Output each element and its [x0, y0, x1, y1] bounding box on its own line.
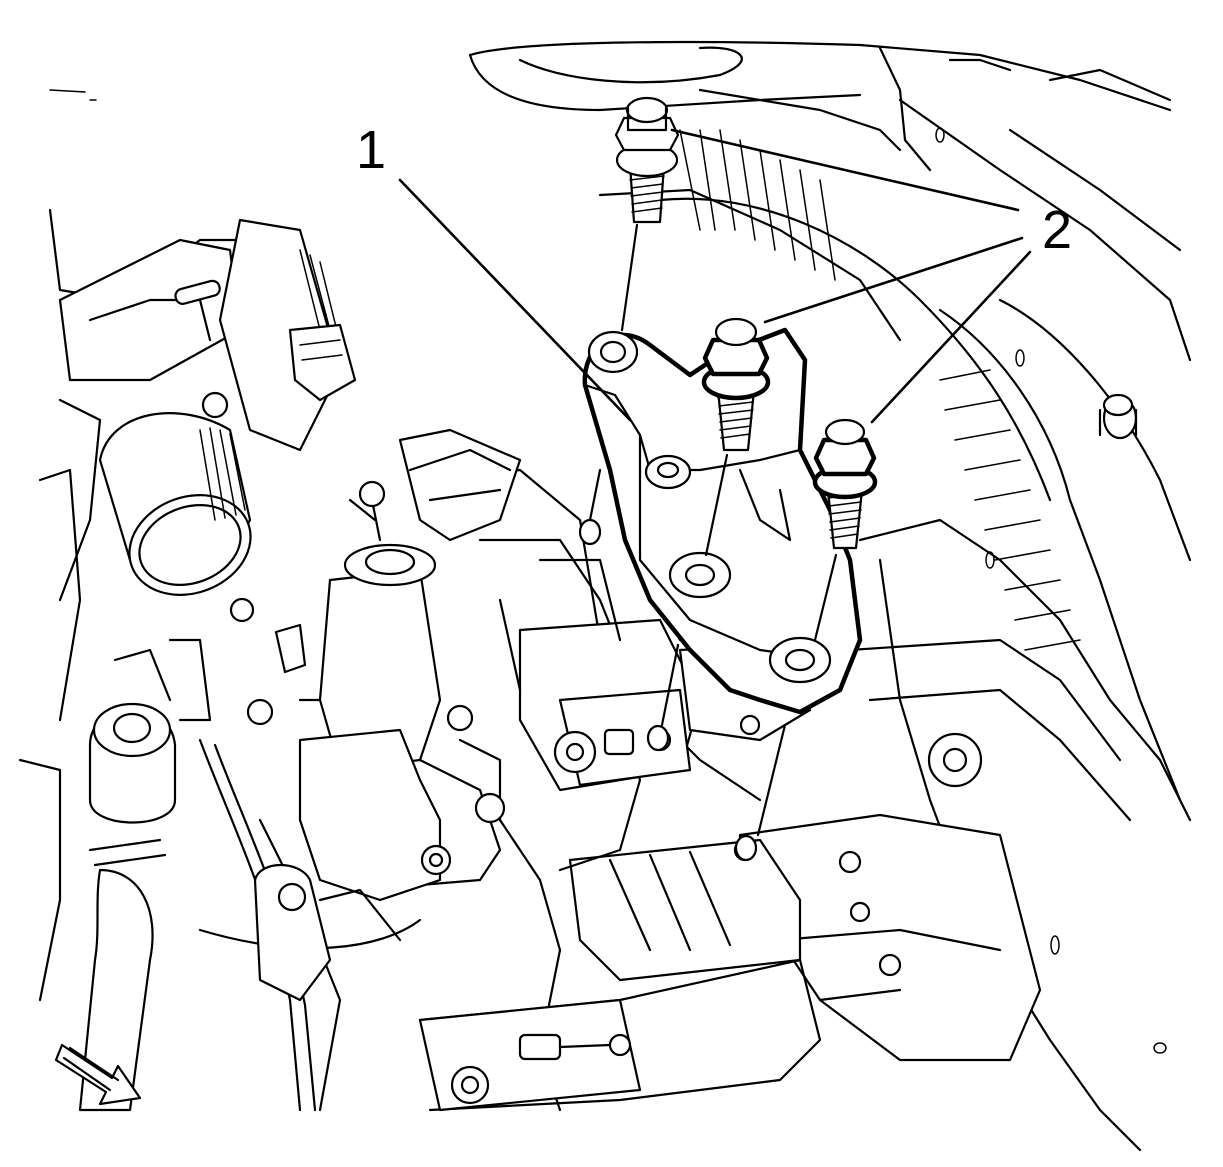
callout-label-2: 2 — [1042, 200, 1072, 260]
transmission-mount-bracket — [582, 327, 863, 715]
callout-leaders — [398, 128, 1032, 424]
frame-crossmember — [568, 813, 1042, 1062]
bracket-bolt-1 — [614, 96, 680, 224]
reference-marks — [49, 89, 97, 101]
vehicle-body-structure — [468, 40, 1192, 1152]
throttle-body-assembly — [38, 208, 357, 722]
housing-bolt-holes — [578, 518, 758, 862]
bracket-bolt-3 — [812, 418, 878, 550]
front-of-vehicle-arrow-icon — [54, 1043, 142, 1106]
bracket-bolt-2 — [701, 317, 771, 452]
solenoid-valve-assembly — [229, 428, 522, 902]
callout-label-1: 1 — [356, 120, 386, 180]
bolt-installation-lines — [588, 223, 838, 837]
coolant-hoses — [18, 638, 402, 1112]
